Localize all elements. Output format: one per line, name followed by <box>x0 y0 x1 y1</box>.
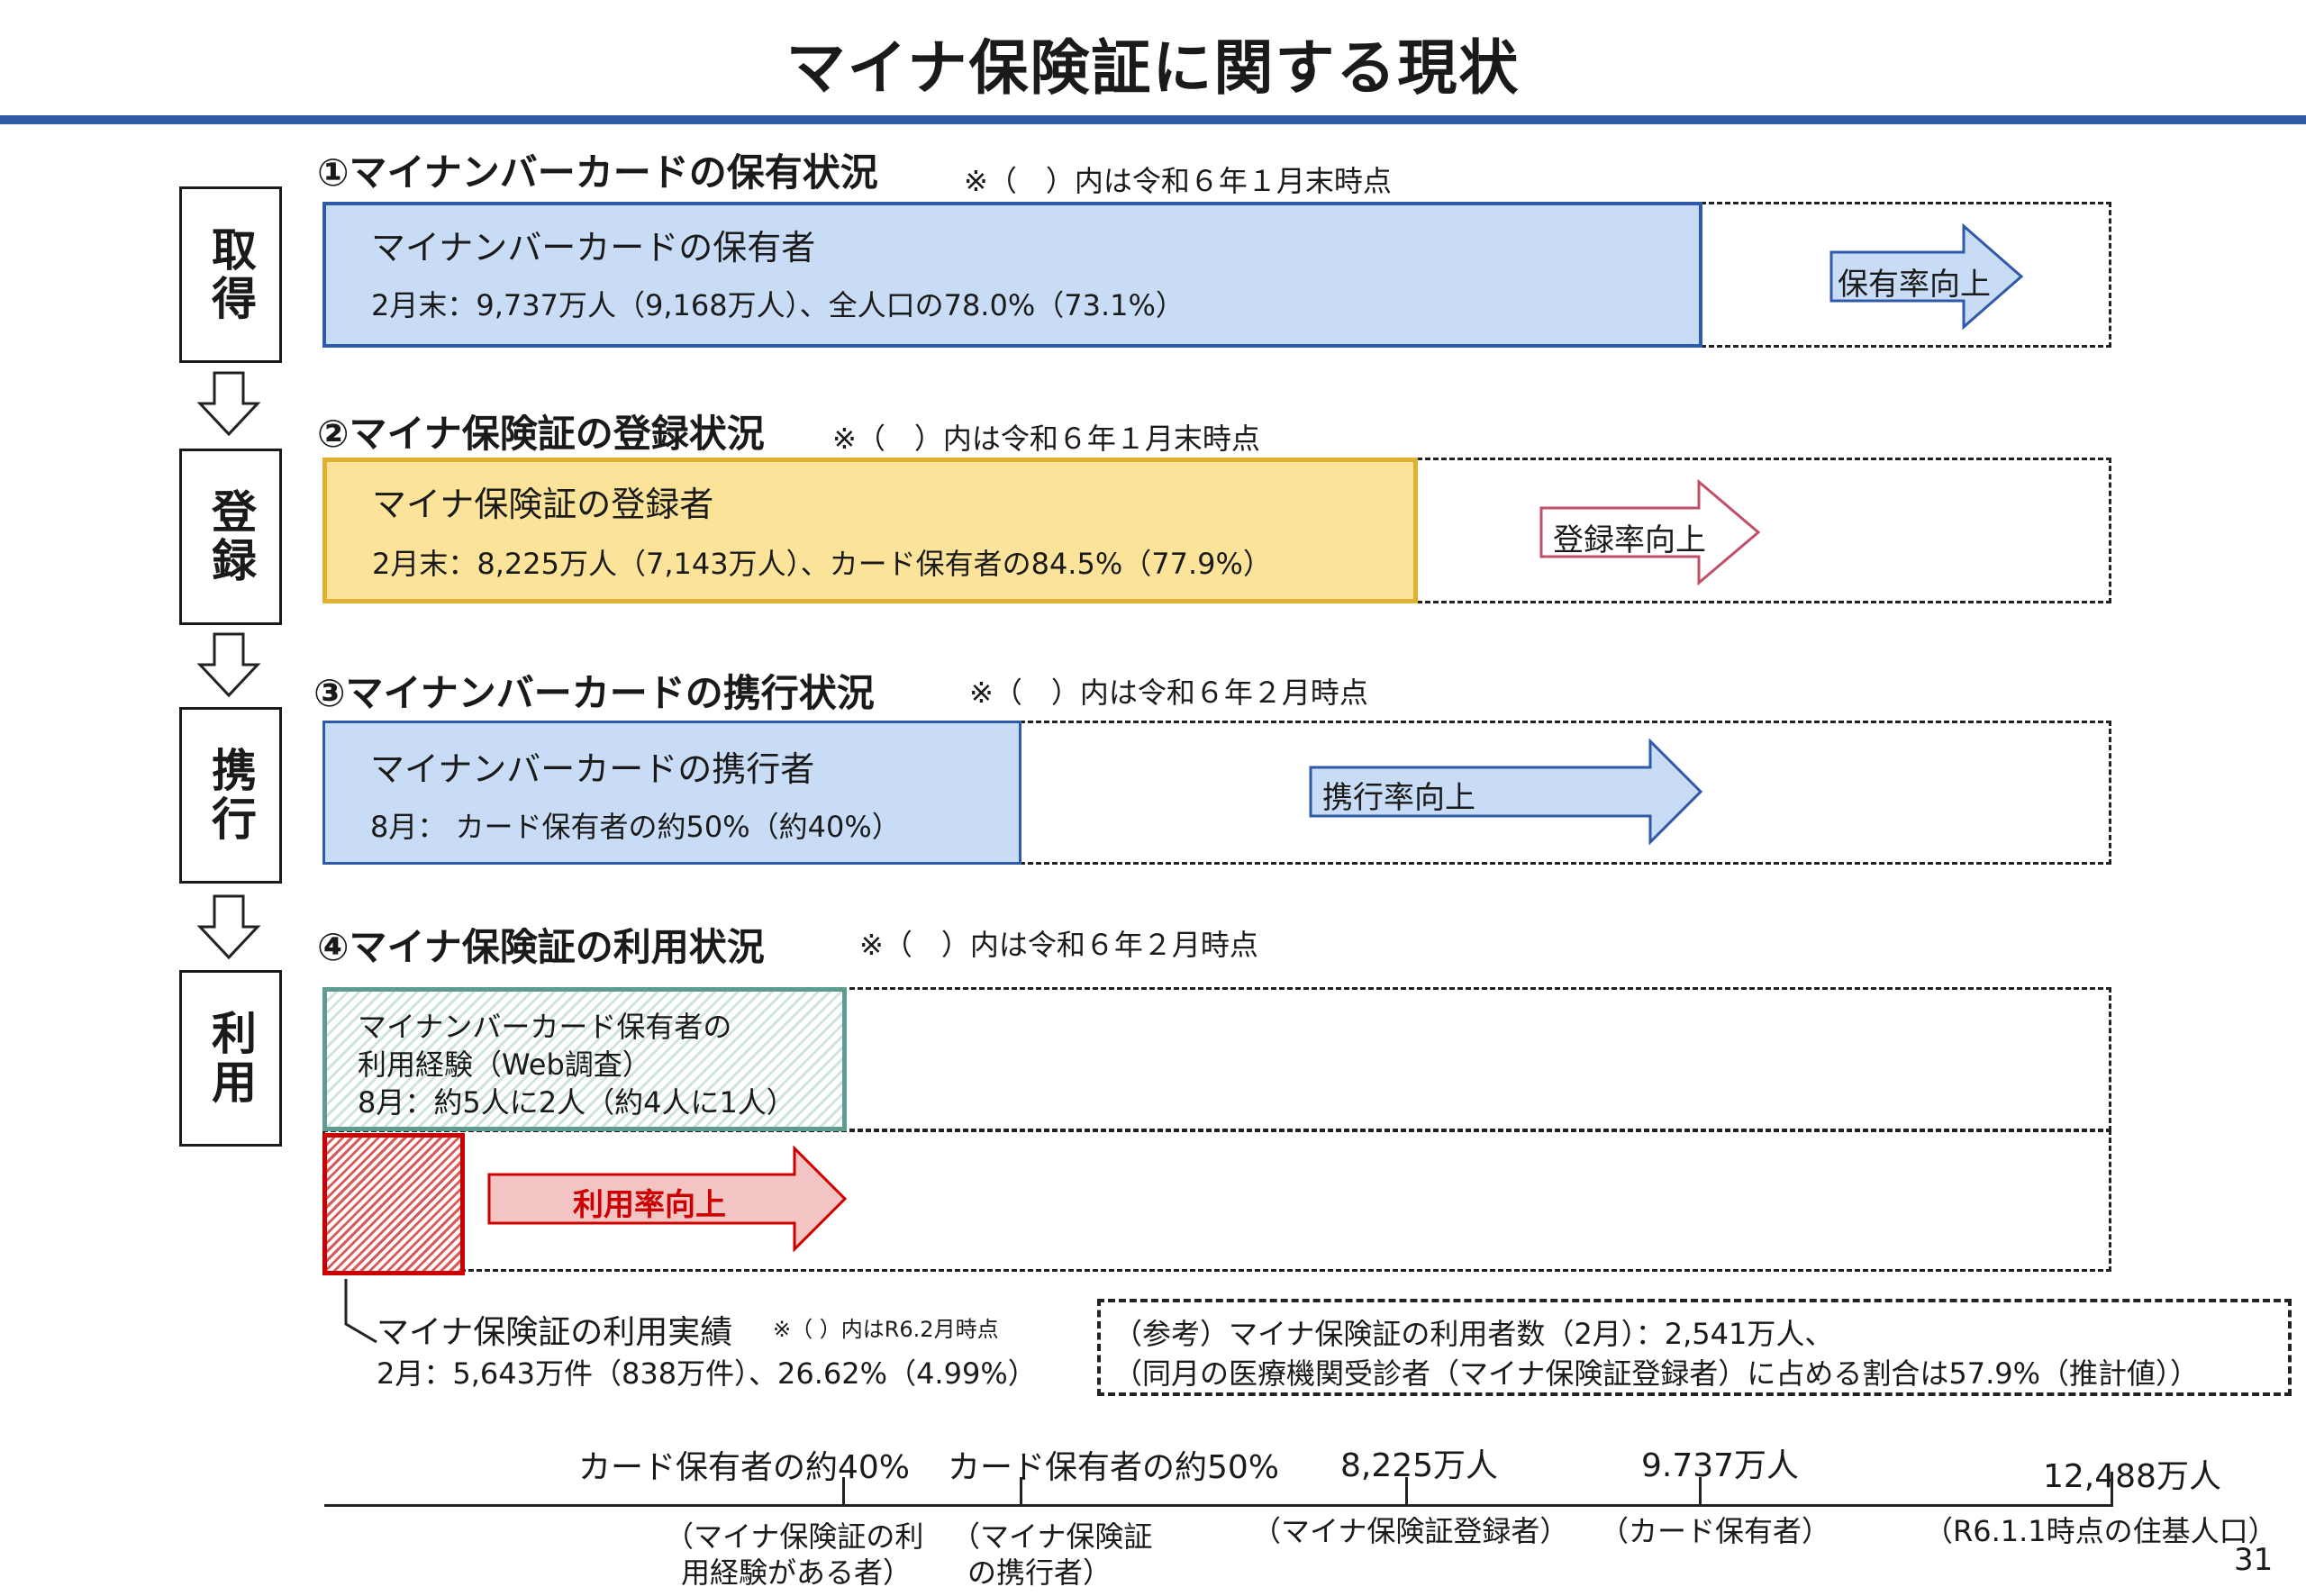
scale-tick <box>1020 1477 1022 1506</box>
section-4-arrow-label: 利用率向上 <box>573 1187 726 1223</box>
usage-record-detail: 2月：5,643万件（838万件）、26.62%（4.99%） <box>377 1356 1037 1391</box>
section-3-box-detail: 8月： カード保有者の約50%（約40%） <box>370 810 901 844</box>
down-arrow-icon <box>196 371 261 437</box>
section-2-heading: ②マイナ保険証の登録状況 <box>317 412 765 456</box>
arrow-right-icon <box>1309 739 1703 845</box>
scale-tick <box>2111 1472 2113 1506</box>
section-4-record-box <box>322 1133 465 1275</box>
arrow-right-icon <box>487 1146 848 1252</box>
down-arrow-icon <box>196 632 261 698</box>
scale-axis <box>324 1504 2113 1507</box>
usage-record-note: ※（ ）内はR6.2月時点 <box>773 1317 999 1342</box>
scale-sub-carriers: （マイナ保険証 の携行者） <box>951 1519 1153 1590</box>
section-4-box-line2: 利用経験（Web調査） <box>358 1047 651 1082</box>
section-3-heading: ③マイナンバーカードの携行状況 <box>313 671 875 715</box>
section-1-arrow-label: 保有率向上 <box>1838 267 1991 303</box>
reference-box: （参考）マイナ保険証の利用者数（2月）：2,541万人、 （同月の医療機関受診者… <box>1097 1299 2292 1396</box>
scale-label-50: カード保有者の約50% <box>948 1449 1280 1486</box>
scale-label-registrants: 8,225万人 <box>1340 1447 1499 1484</box>
section-4-experience-box: マイナンバーカード保有者の 利用経験（Web調査） 8月：約5人に2人（約4人に… <box>322 987 847 1131</box>
section-3-arrow-label: 携行率向上 <box>1322 780 1475 816</box>
scale-sub-experience: （マイナ保険証の利 用経験がある者） <box>665 1519 924 1590</box>
section-4-box-line3: 8月：約5人に2人（約4人に1人） <box>358 1085 795 1120</box>
scale-tick <box>842 1477 845 1506</box>
section-1-box-detail: 2月末：9,737万人（9,168万人）、全人口の78.0%（73.1%） <box>371 288 1185 322</box>
section-4-box-line1: マイナンバーカード保有者の <box>358 1010 732 1044</box>
down-arrow-icon <box>196 894 261 960</box>
scale-label-population: 12,488万人 <box>2043 1458 2221 1495</box>
scale-label-holders: 9.737万人 <box>1641 1447 1800 1484</box>
section-1-box-title: マイナンバーカードの保有者 <box>371 228 816 268</box>
usage-record-title: マイナ保険証の利用実績 <box>377 1314 733 1351</box>
section-3-box-title: マイナンバーカードの携行者 <box>370 749 815 789</box>
arrow-right-icon <box>1539 479 1761 585</box>
title-rule <box>0 115 2306 124</box>
scale-sub-registrants: （マイナ保険証登録者） <box>1252 1514 1569 1548</box>
scale-label-40: カード保有者の約40% <box>578 1449 911 1486</box>
reference-line1: （参考）マイナ保険証の利用者数（2月）：2,541万人、 <box>1113 1317 1834 1351</box>
section-2-note: ※（ ）内は令和６年１月末時点 <box>832 422 1260 456</box>
stage-use: 利用 <box>179 970 282 1147</box>
page-title: マイナ保険証に関する現状 <box>785 33 1521 103</box>
scale-tick <box>1405 1477 1408 1506</box>
section-1-heading: ①マイナンバーカードの保有状況 <box>317 150 878 195</box>
section-2-arrow-label: 登録率向上 <box>1553 522 1706 558</box>
section-3-note: ※（ ）内は令和６年２月時点 <box>969 676 1368 710</box>
section-1-holder-box: マイナンバーカードの保有者 2月末：9,737万人（9,168万人）、全人口の7… <box>322 202 1702 348</box>
stage-carry: 携行 <box>179 707 282 884</box>
scale-sub-holders: （カード保有者） <box>1600 1514 1831 1548</box>
page-number: 31 <box>2234 1542 2274 1578</box>
section-2-box-detail: 2月末：8,225万人（7,143万人）、カード保有者の84.5%（77.9%） <box>372 547 1272 581</box>
reference-line2: （同月の医療機関受診者（マイナ保険証登録者）に占める割合は57.9%（推計値）） <box>1113 1356 2200 1391</box>
callout-leader <box>344 1279 377 1344</box>
scale-tick <box>1699 1477 1702 1506</box>
arrow-right-icon <box>1829 223 2024 330</box>
section-4-note: ※（ ）内は令和６年２月時点 <box>859 928 1258 962</box>
section-3-carrier-box: マイナンバーカードの携行者 8月： カード保有者の約50%（約40%） <box>322 721 1021 865</box>
section-4-heading: ④マイナ保険証の利用状況 <box>317 925 765 969</box>
section-2-registrant-box: マイナ保険証の登録者 2月末：8,225万人（7,143万人）、カード保有者の8… <box>322 458 1418 603</box>
stage-register: 登録 <box>179 449 282 625</box>
stage-acquire: 取得 <box>179 186 282 363</box>
section-1-note: ※（ ）内は令和６年１月末時点 <box>964 164 1392 198</box>
scale-sub-population: （R6.1.1時点の住基人口） <box>1924 1514 2277 1548</box>
section-2-box-title: マイナ保険証の登録者 <box>372 485 714 524</box>
